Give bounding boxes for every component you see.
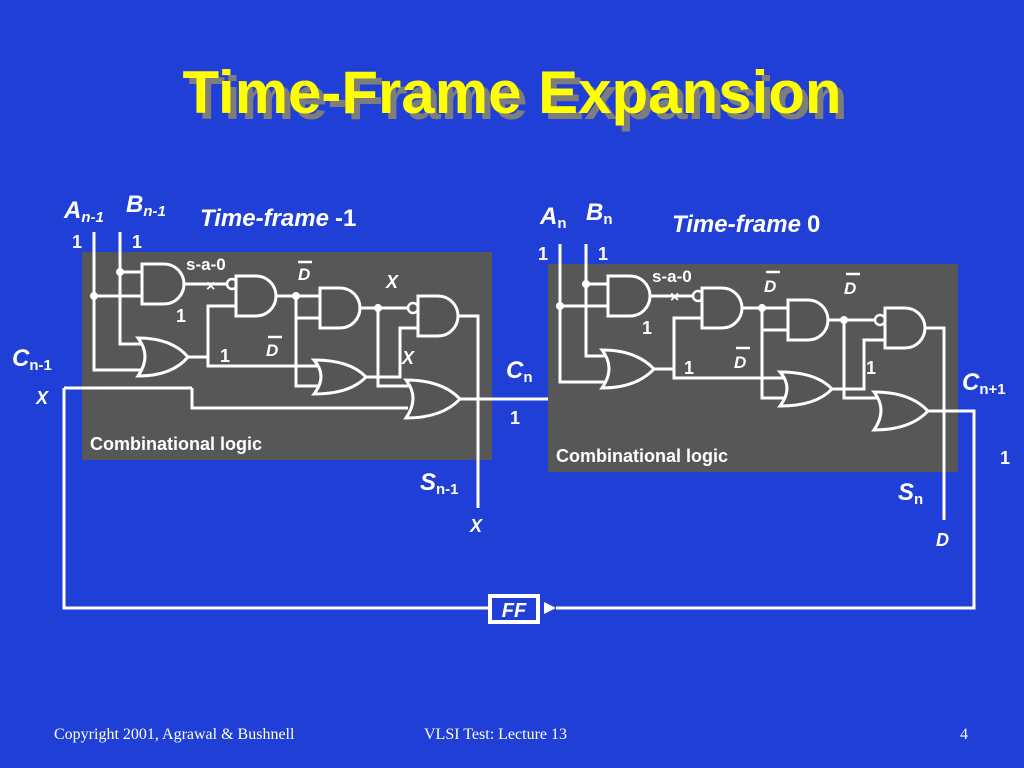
footer-copyright: Copyright 2001, Agrawal & Bushnell bbox=[54, 726, 295, 743]
signal-one1-left: 1 bbox=[176, 306, 186, 326]
footer-page-number: 4 bbox=[960, 726, 968, 743]
signal-d2-left: D bbox=[266, 341, 278, 360]
label-sum-left: Sn-1 bbox=[420, 469, 459, 498]
label-cin-left: Cn-1 bbox=[12, 345, 52, 374]
value-b-left: 1 bbox=[132, 232, 142, 252]
wire-b-branch-left bbox=[118, 272, 142, 346]
wire-sum-out-right bbox=[925, 326, 946, 520]
box-label-right: Combinational logic bbox=[556, 446, 728, 466]
or-gate-2-right bbox=[776, 370, 835, 408]
label-cout-right: Cn+1 bbox=[962, 369, 1006, 398]
signal-d1-right: D bbox=[764, 277, 776, 296]
or-gate-1-left bbox=[134, 336, 190, 378]
wire-or2-out-left bbox=[366, 326, 418, 379]
or-gate-3-left bbox=[402, 378, 463, 420]
wire-and3-or3-left bbox=[376, 308, 410, 388]
footer-course: VLSI Test: Lecture 13 bbox=[424, 726, 567, 743]
fault-label-left: s-a-0 bbox=[186, 255, 226, 274]
ff-box-inner bbox=[492, 598, 536, 620]
value-cin-right: 1 bbox=[510, 408, 520, 428]
wire-cin-or3-left bbox=[190, 388, 408, 410]
wire-and1-branch-right bbox=[672, 318, 784, 380]
and-gate-1-left bbox=[140, 262, 186, 306]
label-a-right: An bbox=[539, 203, 567, 232]
and-gate-4-right bbox=[883, 306, 927, 350]
or-gate-1-right bbox=[598, 348, 657, 390]
ff-label: FF bbox=[502, 600, 527, 622]
signal-x2-left: X bbox=[401, 348, 415, 368]
fault-x-right: × bbox=[670, 289, 679, 306]
label-a-left: An-1 bbox=[63, 197, 104, 226]
and-gate-2-right bbox=[700, 286, 744, 330]
value-a-left: 1 bbox=[72, 232, 82, 252]
value-cin-left: X bbox=[35, 388, 49, 408]
signal-one1-right: 1 bbox=[642, 318, 652, 338]
label-b-right: Bn bbox=[586, 199, 613, 228]
junction-and3-left bbox=[374, 304, 382, 312]
and-gate-2-left bbox=[234, 274, 278, 318]
signal-x1-left: X bbox=[385, 272, 399, 292]
signal-one3-right: 1 bbox=[866, 358, 876, 378]
wire-cout-right bbox=[556, 409, 976, 610]
wire-sum-out-left bbox=[458, 314, 480, 508]
junction-and3-right bbox=[840, 316, 848, 324]
wire-and1-branch-left bbox=[206, 306, 318, 368]
wire-a-branch-right bbox=[558, 306, 606, 384]
wire-a-branch-left bbox=[92, 296, 142, 372]
wire-ff-loop bbox=[62, 388, 488, 610]
slide-title: Time-Frame Expansion bbox=[182, 59, 842, 126]
wire-and2-or2-left bbox=[294, 296, 318, 388]
junction-b-left bbox=[116, 268, 124, 276]
value-cout-right: 1 bbox=[1000, 448, 1010, 468]
value-sum-right: D bbox=[936, 530, 949, 550]
signal-d3-right: D bbox=[734, 353, 746, 372]
fault-label-right: s-a-0 bbox=[652, 267, 692, 286]
signal-one2-right: 1 bbox=[684, 358, 694, 378]
or-gate-2-left bbox=[310, 358, 369, 396]
value-b-right: 1 bbox=[598, 244, 608, 264]
junction-b-right bbox=[582, 280, 590, 288]
label-sum-right: Sn bbox=[898, 479, 923, 508]
junction-and2-left bbox=[292, 292, 300, 300]
and-gate-1-right bbox=[606, 274, 652, 318]
value-sum-left: X bbox=[469, 516, 483, 536]
fault-x-left: × bbox=[206, 278, 215, 295]
box-label-left: Combinational logic bbox=[90, 434, 262, 454]
label-cin-right: Cn bbox=[506, 357, 533, 386]
junction-and2-right bbox=[758, 304, 766, 312]
junction-a-left bbox=[90, 292, 98, 300]
signal-d1-left: D bbox=[298, 265, 310, 284]
label-b-left: Bn-1 bbox=[126, 191, 166, 220]
value-a-right: 1 bbox=[538, 244, 548, 264]
wire-b-branch-right bbox=[584, 284, 606, 358]
and-gate-3-left bbox=[318, 286, 362, 330]
junction-a-right bbox=[556, 302, 564, 310]
wire-and2-or2-right bbox=[760, 308, 784, 400]
arrow-to-ff bbox=[544, 602, 556, 614]
wire-or2-out-right bbox=[832, 338, 885, 391]
wire-and3-or3-right bbox=[842, 320, 878, 400]
and-gate-4-left bbox=[416, 294, 460, 338]
signal-one2-left: 1 bbox=[220, 346, 230, 366]
signal-d2-right: D bbox=[844, 279, 856, 298]
time-frame-label-left: Time-frame-1 bbox=[200, 205, 356, 232]
or-gate-3-right bbox=[870, 390, 931, 432]
and-gate-3-right bbox=[786, 298, 830, 342]
